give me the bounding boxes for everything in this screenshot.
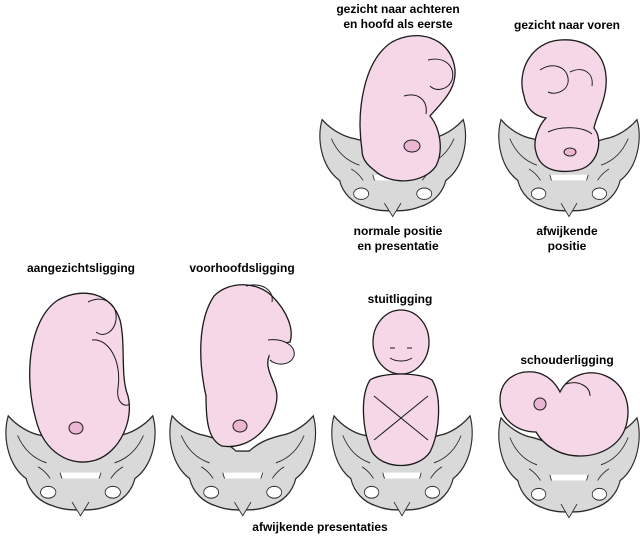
label-normal-position: normale positie en presentatie <box>328 224 468 254</box>
label-line: afwijkende presentaties <box>252 520 388 534</box>
label-line: en presentatie <box>357 239 439 253</box>
figure-shoulder-presentation <box>498 371 640 519</box>
label-line: normale positie <box>353 224 443 238</box>
label-line: schouderligging <box>520 353 614 367</box>
label-line: en hoofd als eerste <box>343 17 453 31</box>
figure-face-presentation <box>5 292 156 517</box>
figure-face-forward <box>498 39 640 218</box>
label-line: afwijkende <box>536 224 598 238</box>
figure-breech-presentation <box>331 309 473 517</box>
baby-body-icon <box>499 371 629 457</box>
label-line: stuitligging <box>367 292 433 306</box>
mouth-icon <box>389 357 413 362</box>
ear-icon <box>68 421 84 435</box>
label-line: gezicht naar achteren <box>336 2 460 16</box>
label-face-presentation: aangezichtsligging <box>2 261 160 276</box>
label-face-forward: gezicht naar voren <box>497 18 637 33</box>
figure-normal-position <box>319 35 467 218</box>
ear-icon <box>533 397 547 411</box>
label-line: aangezichtsligging <box>26 261 135 275</box>
label-line: gezicht naar voren <box>513 18 621 32</box>
label-face-back-head-first: gezicht naar achteren en hoofd als eerst… <box>328 2 468 32</box>
baby-head-icon <box>372 309 430 375</box>
baby-body-icon <box>362 373 440 466</box>
label-shoulder-presentation: schouderligging <box>497 353 637 368</box>
baby-body-icon <box>521 39 607 173</box>
baby-body-icon <box>29 292 130 463</box>
label-abnormal-position: afwijkende positie <box>497 224 637 254</box>
figure-brow-presentation <box>169 284 317 517</box>
ear-icon <box>403 139 421 153</box>
label-brow-presentation: voorhoofdsligging <box>168 261 316 276</box>
caption-abnormal-presentations: afwijkende presentaties <box>200 520 440 535</box>
baby-body-icon <box>359 35 456 182</box>
label-line: positie <box>547 239 587 253</box>
label-line: voorhoofdsligging <box>189 261 295 275</box>
ear-icon <box>232 419 248 433</box>
label-breech-presentation: stuitligging <box>340 292 460 307</box>
